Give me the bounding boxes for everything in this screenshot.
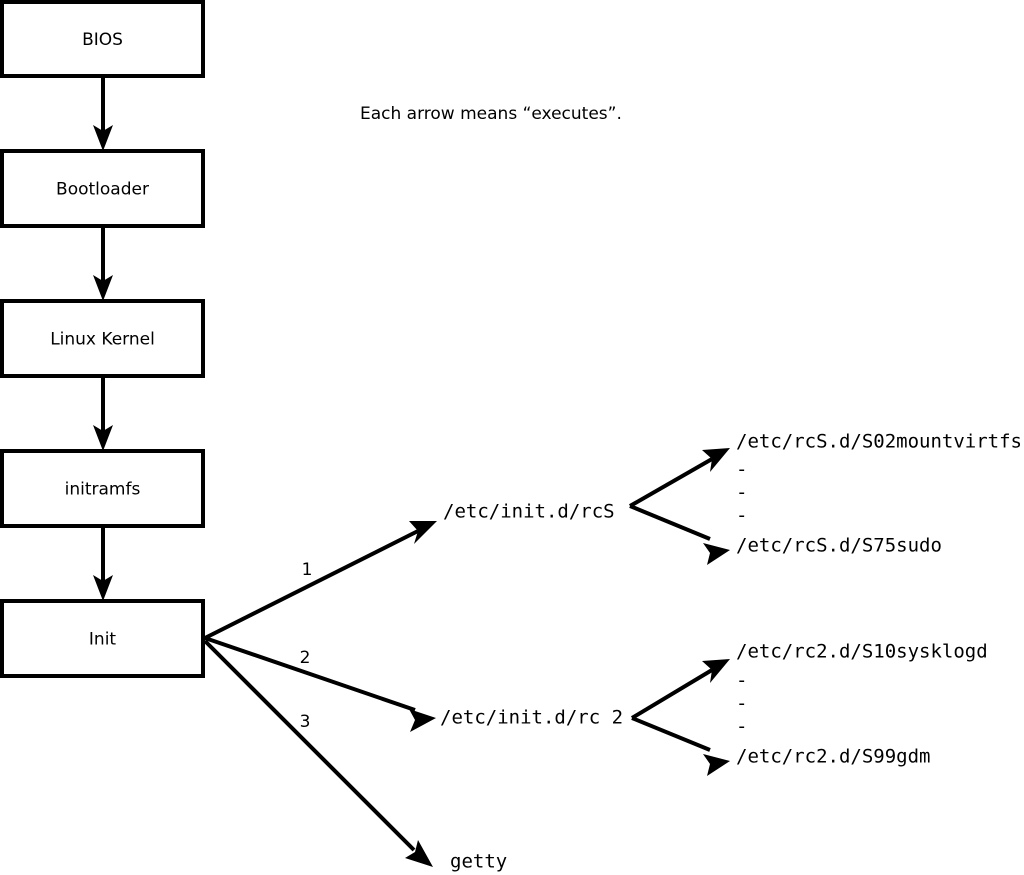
rcs-ellipsis-dash: -: [736, 482, 747, 504]
node-linux-kernel[interactable]: Linux Kernel: [0, 299, 205, 378]
rcs-scripts-group: /etc/rcS.d/S02mountvirtfs - - - /etc/rcS…: [736, 431, 1022, 557]
node-linux-kernel-box[interactable]: [0, 299, 205, 378]
arrow-head-icon: [93, 575, 113, 601]
branch-number-3: 3: [300, 712, 311, 732]
node-init[interactable]: Init: [0, 599, 205, 678]
node-init-label: Init: [89, 630, 117, 650]
node-bios[interactable]: BIOS: [0, 0, 205, 78]
arrow-initramfs-to-init: [93, 526, 113, 601]
arrow-init-to-getty: [203, 639, 433, 867]
boot-chain-group: BIOS Bootloader Linux Kernel initramfs I…: [0, 0, 205, 678]
arrow-head-icon: [702, 659, 730, 683]
rc2-ellipsis-dash: -: [736, 716, 747, 738]
arrow-rc2-to-last-script: [631, 716, 730, 776]
arrow-head-icon: [409, 521, 437, 544]
arrow-head-icon: [409, 709, 436, 732]
rc2-ellipsis-dash: -: [736, 693, 747, 715]
rcs-ellipsis-dash: -: [736, 505, 747, 527]
branch-numbers-group: 1 2 3: [300, 560, 313, 732]
rc2-fanout-arrows-group: [630, 659, 730, 776]
arrow-head-icon: [93, 125, 113, 151]
arrow-rc2-to-first-script: [630, 659, 730, 720]
node-linux-kernel-label: Linux Kernel: [50, 330, 155, 350]
arrow-head-icon: [703, 543, 730, 565]
node-init-box[interactable]: [0, 599, 205, 678]
branch-number-2: 2: [300, 648, 311, 668]
arrow-kernel-to-initramfs: [93, 376, 113, 451]
arrow-rcs-to-first-script: [629, 448, 730, 508]
init-branch-arrows-group: [203, 521, 437, 867]
label-rc2-last-script: /etc/rc2.d/S99gdm: [736, 746, 930, 768]
arrow-head-icon: [702, 448, 730, 472]
arrow-bios-to-bootloader: [93, 76, 113, 151]
label-rcs-last-script: /etc/rcS.d/S75sudo: [736, 535, 942, 557]
label-rcs-first-script: /etc/rcS.d/S02mountvirtfs: [736, 431, 1022, 453]
arrow-bootloader-to-kernel: [93, 226, 113, 301]
label-rc2-first-script: /etc/rc2.d/S10sysklogd: [736, 641, 988, 663]
arrow-head-icon: [93, 275, 113, 301]
vertical-arrows-group: [93, 76, 113, 601]
node-initramfs-label: initramfs: [65, 480, 141, 500]
node-initramfs-box[interactable]: [0, 449, 205, 528]
arrow-head-icon: [405, 840, 433, 867]
node-bios-label: BIOS: [82, 30, 123, 50]
arrow-head-icon: [93, 425, 113, 451]
node-bootloader[interactable]: Bootloader: [0, 149, 205, 228]
node-bootloader-label: Bootloader: [56, 180, 149, 200]
arrow-rcs-to-last-script: [629, 504, 730, 565]
label-getty: getty: [450, 851, 507, 873]
mid-level-labels-group: /etc/init.d/rcS /etc/init.d/rc 2 getty: [440, 501, 623, 873]
rcs-fanout-arrows-group: [629, 448, 730, 565]
rcs-ellipsis-dash: -: [736, 459, 747, 481]
diagram-note: Each arrow means “executes”.: [360, 104, 622, 124]
rc2-ellipsis-dash: -: [736, 670, 747, 692]
arrow-init-to-rc2: [204, 636, 436, 732]
branch-number-1: 1: [302, 560, 313, 580]
rc2-scripts-group: /etc/rc2.d/S10sysklogd - - - /etc/rc2.d/…: [736, 641, 988, 768]
arrow-init-to-rcs: [204, 521, 437, 640]
node-bios-box[interactable]: [0, 0, 205, 78]
node-initramfs[interactable]: initramfs: [0, 449, 205, 528]
arrow-head-icon: [703, 754, 730, 776]
label-etc-init-d-rc-2: /etc/init.d/rc 2: [440, 707, 623, 729]
label-etc-init-d-rcs: /etc/init.d/rcS: [443, 501, 615, 523]
